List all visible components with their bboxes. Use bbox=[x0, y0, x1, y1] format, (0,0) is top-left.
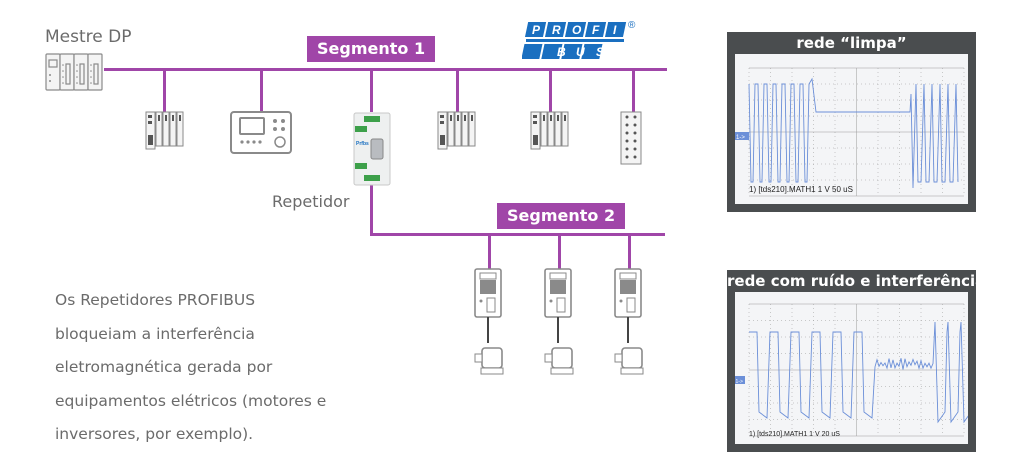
svg-text:P: P bbox=[532, 23, 541, 37]
channel-marker: 1-> bbox=[736, 379, 743, 385]
master-dp-device-icon bbox=[45, 53, 105, 91]
svg-text:B: B bbox=[557, 45, 566, 59]
segment-1-label: Segmento 1 bbox=[307, 36, 435, 62]
scope-title: rede “limpa” bbox=[727, 32, 976, 54]
scope-readout: 1) [tds210].MATH1 1 V 50 uS bbox=[749, 185, 853, 194]
svg-text:U: U bbox=[576, 45, 585, 59]
description-line: inversores, por exemplo). bbox=[55, 418, 326, 452]
description-line: eletromagnética gerada por bbox=[55, 351, 326, 385]
channel-marker: 1-> bbox=[736, 135, 745, 141]
inverter-motor-icon bbox=[472, 268, 506, 380]
scope-screen: 1) [tds210].MATH1 1 V 50 uS 1-> bbox=[735, 54, 968, 204]
drop-line bbox=[260, 70, 263, 112]
scope-clean: rede “limpa” 1) [tds210].MATH1 1 V 50 uS… bbox=[727, 32, 976, 212]
segment-2-bus bbox=[370, 233, 665, 236]
drop-line bbox=[628, 235, 631, 270]
description-text: Os Repetidores PROFIBUS bloqueiam a inte… bbox=[55, 284, 326, 452]
svg-text:F: F bbox=[592, 23, 600, 37]
io-rack-icon bbox=[437, 111, 477, 151]
svg-text:R: R bbox=[552, 23, 561, 37]
drop-line bbox=[632, 70, 635, 112]
scope-screen: 1) [tds210].MATH1 1 V 20 uS 1-> bbox=[735, 292, 968, 444]
io-block-icon bbox=[620, 111, 642, 165]
repeater-device-icon: Prfbs bbox=[352, 111, 392, 187]
svg-text:S: S bbox=[596, 45, 604, 59]
drop-line bbox=[549, 70, 552, 112]
drop-line bbox=[456, 70, 459, 112]
description-line: equipamentos elétricos (motores e bbox=[55, 385, 326, 419]
drop-line bbox=[488, 235, 491, 270]
drop-line bbox=[370, 70, 373, 112]
master-label: Mestre DP bbox=[45, 27, 131, 47]
io-rack-icon bbox=[145, 111, 185, 151]
io-rack-icon bbox=[530, 111, 570, 151]
drop-line bbox=[558, 235, 561, 270]
segment-2-label: Segmento 2 bbox=[497, 203, 625, 229]
drop-line bbox=[163, 70, 166, 112]
repeater-link bbox=[370, 185, 373, 236]
inverter-motor-icon bbox=[612, 268, 646, 380]
hmi-panel-icon bbox=[230, 111, 292, 155]
svg-text:Prfbs: Prfbs bbox=[356, 141, 369, 147]
scope-noisy: rede com ruído e interferência 1) [tds21… bbox=[727, 270, 976, 452]
profibus-logo: PROFI BUS ® bbox=[522, 18, 640, 68]
scope-readout: 1) [tds210].MATH1 1 V 20 uS bbox=[749, 431, 840, 438]
svg-text:®: ® bbox=[628, 20, 636, 31]
description-line: bloqueiam a interferência bbox=[55, 318, 326, 352]
description-line: Os Repetidores PROFIBUS bbox=[55, 284, 326, 318]
segment-1-bus bbox=[104, 68, 667, 71]
repeater-label: Repetidor bbox=[272, 192, 349, 211]
svg-text:O: O bbox=[572, 23, 582, 37]
inverter-motor-icon bbox=[542, 268, 576, 380]
scope-title: rede com ruído e interferência bbox=[727, 270, 976, 292]
